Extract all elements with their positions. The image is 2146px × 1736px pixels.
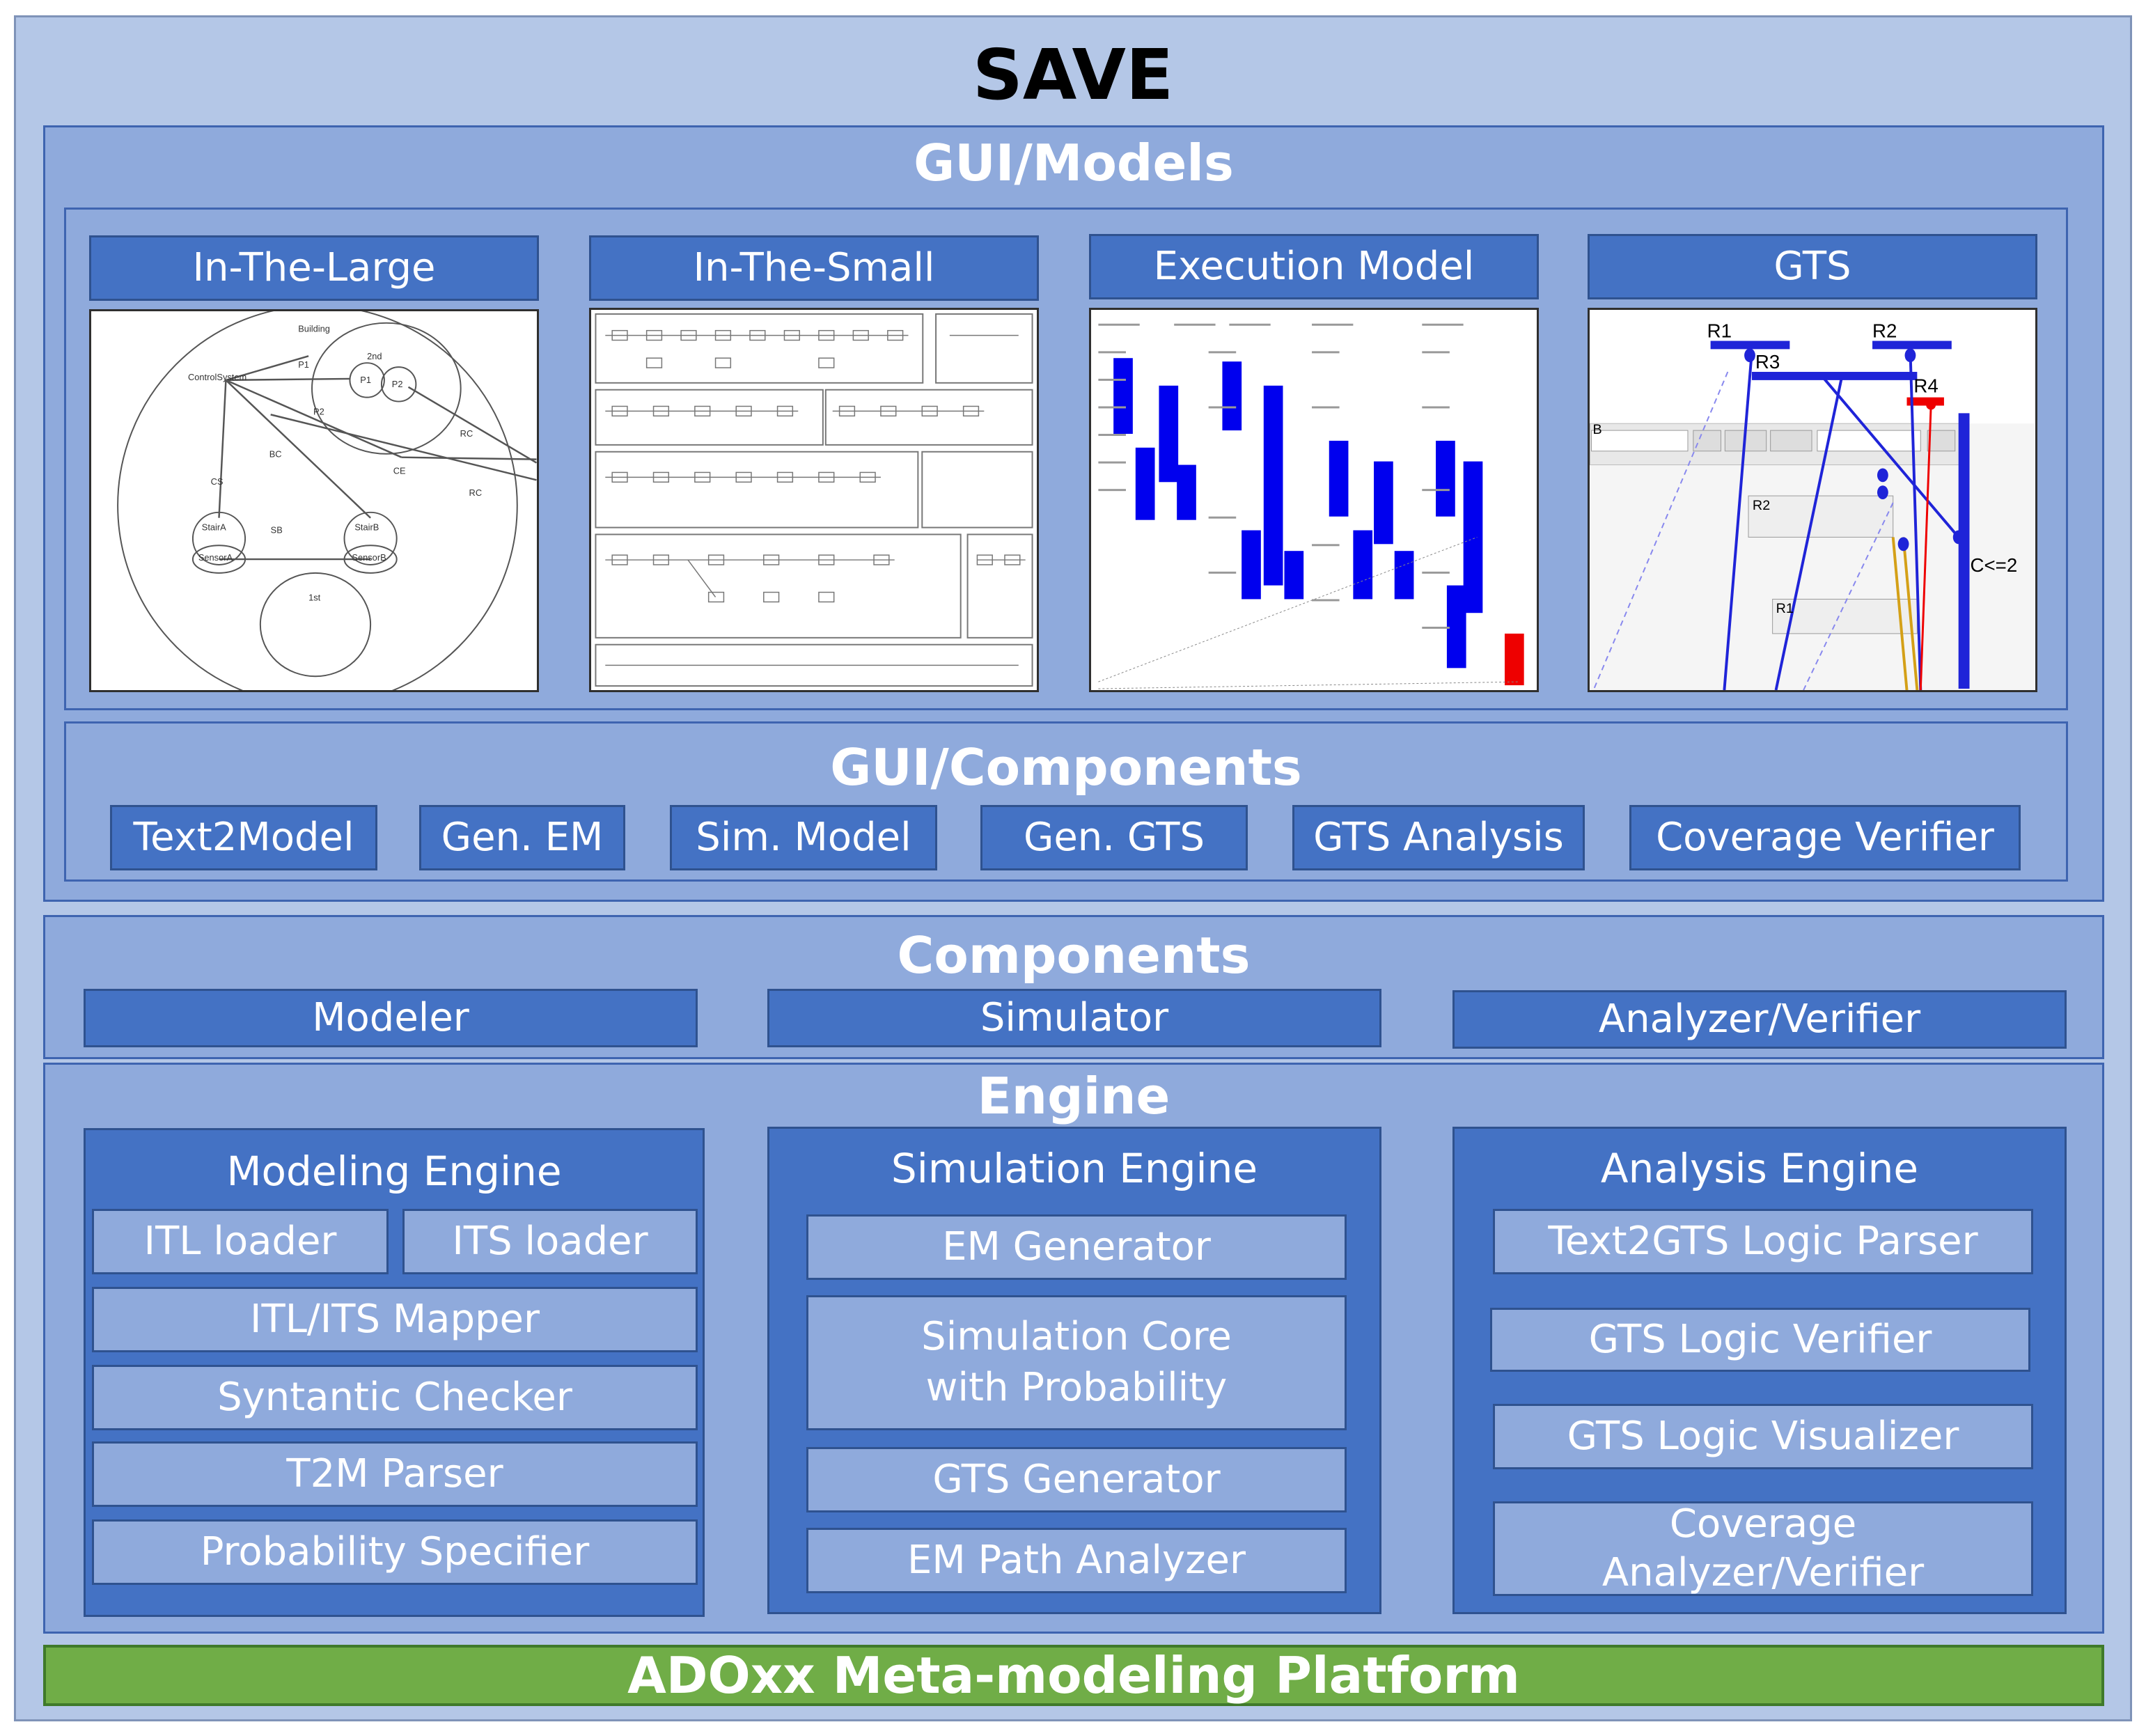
svg-text:P2: P2 bbox=[313, 406, 324, 416]
sim-model-button[interactable]: Sim. Model bbox=[670, 805, 937, 870]
svg-text:CE: CE bbox=[393, 465, 406, 476]
svg-text:R1: R1 bbox=[1707, 320, 1732, 342]
gts-logic-visualizer: GTS Logic Visualizer bbox=[1493, 1404, 2033, 1469]
text2gts-logic-parser: Text2GTS Logic Parser bbox=[1493, 1209, 2033, 1274]
platform-label: ADOxx Meta-modeling Platform bbox=[627, 1646, 1520, 1705]
gui-components-title: GUI/Components bbox=[830, 738, 1302, 797]
components-title: Components bbox=[897, 926, 1251, 985]
engine-title: Engine bbox=[977, 1067, 1170, 1125]
gts-diagram: R1 R2 R3 R4 B R2 R1 C<=2 bbox=[1590, 320, 2035, 690]
gen-em-button[interactable]: Gen. EM bbox=[419, 805, 625, 870]
svg-text:StairB: StairB bbox=[354, 522, 379, 533]
gui-models-title: GUI/Models bbox=[914, 134, 1234, 192]
itl-diagram: Building ControlSystem P1 2nd P1 P2 P2 R… bbox=[117, 311, 537, 690]
svg-text:B: B bbox=[1592, 422, 1601, 437]
svg-text:P1: P1 bbox=[298, 359, 309, 370]
simulation-engine-title: Simulation Engine bbox=[891, 1145, 1258, 1192]
its-model-screenshot bbox=[589, 308, 1039, 692]
svg-text:CS: CS bbox=[211, 476, 224, 487]
svg-text:C<=2: C<=2 bbox=[1971, 554, 2018, 576]
em-path-analyzer: EM Path Analyzer bbox=[806, 1528, 1347, 1593]
svg-text:SB: SB bbox=[271, 524, 283, 535]
itl-loader: ITL loader bbox=[92, 1209, 389, 1274]
svg-text:R4: R4 bbox=[1913, 375, 1938, 397]
adoxx-platform-bar: ADOxx Meta-modeling Platform bbox=[43, 1645, 2104, 1706]
t2m-parser: T2M Parser bbox=[92, 1441, 698, 1507]
gts-screenshot: R1 R2 R3 R4 B R2 R1 C<=2 bbox=[1588, 308, 2037, 692]
its-diagram bbox=[595, 313, 1033, 687]
coverage-verifier-button[interactable]: Coverage Verifier bbox=[1629, 805, 2021, 870]
gts-logic-verifier: GTS Logic Verifier bbox=[1490, 1308, 2030, 1372]
simulator-box[interactable]: Simulator bbox=[767, 989, 1381, 1047]
svg-text:P1: P1 bbox=[360, 375, 371, 385]
analysis-engine-title: Analysis Engine bbox=[1600, 1145, 1919, 1192]
page-title: SAVE bbox=[972, 34, 1174, 116]
svg-text:R2: R2 bbox=[1872, 320, 1897, 342]
svg-text:R3: R3 bbox=[1755, 351, 1780, 373]
coverage-analyzer-verifier: Coverage Analyzer/Verifier bbox=[1493, 1501, 2033, 1596]
svg-text:SensorA: SensorA bbox=[198, 552, 233, 563]
building-circle bbox=[117, 311, 518, 690]
probability-specifier: Probability Specifier bbox=[92, 1519, 698, 1585]
analyzer-verifier-box[interactable]: Analyzer/Verifier bbox=[1452, 990, 2067, 1049]
svg-text:RC: RC bbox=[469, 487, 483, 498]
its-loader: ITS loader bbox=[402, 1209, 698, 1274]
svg-text:2nd: 2nd bbox=[367, 351, 382, 361]
model-tab-in-the-large[interactable]: In-The-Large bbox=[89, 235, 539, 301]
itl-model-screenshot: Building ControlSystem P1 2nd P1 P2 P2 R… bbox=[89, 309, 539, 692]
modeling-engine-title: Modeling Engine bbox=[226, 1148, 562, 1195]
svg-text:SensorB: SensorB bbox=[352, 552, 386, 563]
execution-model-screenshot bbox=[1089, 308, 1539, 692]
svg-text:RC: RC bbox=[460, 428, 473, 439]
gen-gts-button[interactable]: Gen. GTS bbox=[980, 805, 1248, 870]
model-tab-in-the-small[interactable]: In-The-Small bbox=[589, 235, 1039, 301]
gts-generator: GTS Generator bbox=[806, 1447, 1347, 1512]
svg-text:P2: P2 bbox=[392, 379, 403, 389]
syntantic-checker: Syntantic Checker bbox=[92, 1365, 698, 1430]
model-tab-execution-model[interactable]: Execution Model bbox=[1089, 234, 1539, 299]
svg-text:BC: BC bbox=[269, 449, 282, 460]
execution-diagram bbox=[1098, 323, 1524, 689]
em-generator: EM Generator bbox=[806, 1214, 1347, 1280]
svg-text:ControlSystem: ControlSystem bbox=[188, 372, 246, 382]
svg-text:Building: Building bbox=[298, 324, 330, 334]
model-tab-gts[interactable]: GTS bbox=[1588, 234, 2037, 299]
svg-text:1st: 1st bbox=[308, 592, 321, 602]
svg-text:R1: R1 bbox=[1776, 601, 1794, 616]
text2model-button[interactable]: Text2Model bbox=[110, 805, 377, 870]
itl-its-mapper: ITL/ITS Mapper bbox=[92, 1287, 698, 1352]
svg-text:StairA: StairA bbox=[202, 522, 226, 533]
svg-text:R2: R2 bbox=[1753, 498, 1770, 513]
simulation-core: Simulation Core with Probability bbox=[806, 1295, 1347, 1430]
gts-analysis-button[interactable]: GTS Analysis bbox=[1292, 805, 1585, 870]
modeler-box[interactable]: Modeler bbox=[84, 989, 698, 1047]
